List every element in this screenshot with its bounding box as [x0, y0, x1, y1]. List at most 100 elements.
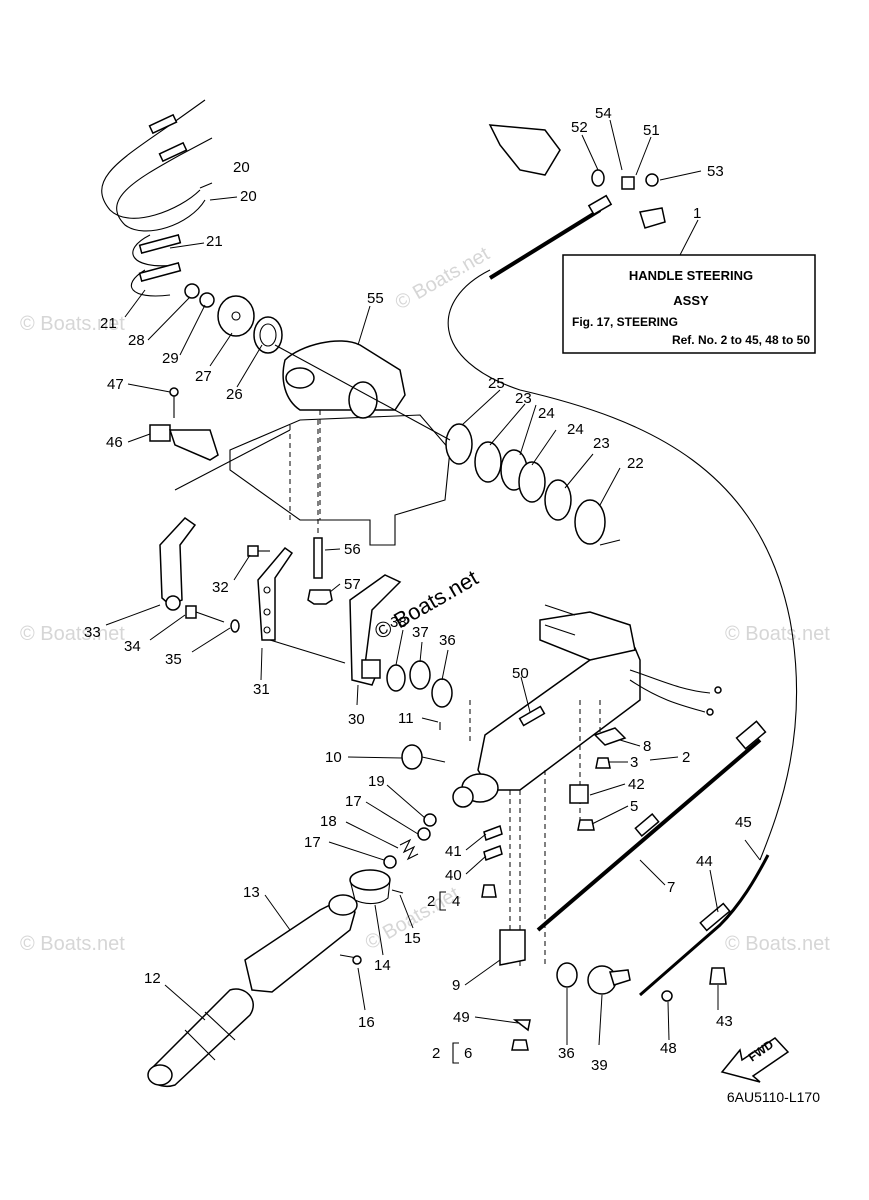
callout-44: 44	[696, 853, 713, 870]
callout-8: 8	[643, 738, 651, 755]
remote-cables	[101, 99, 213, 297]
callout-2: 2	[682, 749, 690, 766]
callout-35: 35	[165, 651, 182, 668]
part-1-assembly	[488, 124, 666, 280]
callout-33: 33	[84, 624, 101, 641]
callout-51: 51	[643, 122, 660, 139]
callout-41: 41	[445, 843, 462, 860]
box-title-line2: ASSY	[673, 293, 709, 308]
callout-12: 12	[144, 970, 161, 987]
part-33-bracket	[159, 517, 197, 611]
bracket-6	[452, 1042, 459, 1064]
bracket-6-ref: 2	[432, 1045, 440, 1062]
callout-52: 52	[571, 119, 588, 136]
callout-25: 25	[488, 375, 505, 392]
callout-20b: 20	[240, 188, 257, 205]
callout-19: 19	[368, 773, 385, 790]
callout-23b: 23	[593, 435, 610, 452]
part-30-lever	[349, 574, 402, 686]
box-ref-line1: Fig. 17, STEERING	[572, 315, 678, 329]
callout-16: 16	[358, 1014, 375, 1031]
watermark: © Boats.net	[20, 623, 125, 645]
diagram-code: 6AU5110-L170	[727, 1089, 820, 1105]
callout-26: 26	[226, 386, 243, 403]
callout-47: 47	[107, 376, 124, 393]
small-parts	[481, 727, 727, 1051]
callout-24a: 24	[538, 405, 555, 422]
callout-55: 55	[367, 290, 384, 307]
callout-numbers: 1 2 3 4 5 6 7 8 9 10 11 12 13 14 15 16 1…	[84, 105, 752, 1074]
part-14-ring	[349, 869, 404, 905]
callout-45: 45	[735, 814, 752, 831]
callout-36b: 36	[558, 1045, 575, 1062]
part-13-throttle-shaft	[244, 894, 362, 993]
callout-14: 14	[374, 957, 391, 974]
callout-1: 1	[693, 205, 701, 222]
callout-10: 10	[325, 749, 342, 766]
callout-34: 34	[124, 638, 141, 655]
handle-steering-ref-box: HANDLE STEERING ASSY Fig. 17, STEERING R…	[562, 254, 816, 354]
callout-21a: 21	[206, 233, 223, 250]
part-7-cable	[536, 720, 767, 932]
callout-17b: 17	[345, 793, 362, 810]
callout-31: 31	[253, 681, 270, 698]
callout-3: 3	[630, 754, 638, 771]
box-ref-line2: Ref. No. 2 to 45, 48 to 50	[672, 333, 810, 347]
callout-54: 54	[595, 105, 612, 122]
part-44-45-cable	[639, 854, 770, 997]
callout-4: 4	[452, 893, 460, 910]
fasteners-left	[185, 545, 270, 633]
callout-43: 43	[716, 1013, 733, 1030]
callout-42: 42	[628, 776, 645, 793]
spring-set	[383, 813, 437, 869]
callout-23a: 23	[515, 390, 532, 407]
callout-46: 46	[106, 434, 123, 451]
fwd-arrow: FWD	[720, 1037, 790, 1083]
callout-5: 5	[630, 798, 638, 815]
watermark: © Boats.net	[20, 933, 125, 955]
callout-29: 29	[162, 350, 179, 367]
bracket-4	[439, 891, 446, 911]
leader-lines	[105, 119, 761, 1046]
part-12-grip	[147, 988, 254, 1087]
callout-20a: 20	[233, 159, 250, 176]
callout-22: 22	[627, 455, 644, 472]
watermark: © Boats.net	[725, 623, 830, 645]
callout-27: 27	[195, 368, 212, 385]
callout-32: 32	[212, 579, 229, 596]
part-55-housing	[282, 340, 406, 419]
part-46-bracket	[149, 387, 219, 461]
cable-rings	[184, 283, 283, 354]
watermark: © Boats.net	[392, 243, 494, 315]
callout-9: 9	[452, 977, 460, 994]
watermark: © Boats.net	[725, 933, 830, 955]
part-50-tiller-bracket	[452, 611, 641, 808]
base-plate	[229, 414, 451, 546]
callout-56: 56	[344, 541, 361, 558]
watermark: © Boats.net	[20, 313, 125, 335]
bracket-4-ref: 2	[427, 893, 435, 910]
callout-39: 39	[591, 1057, 608, 1074]
callout-53: 53	[707, 163, 724, 180]
washers-mid	[386, 660, 453, 708]
callout-36a: 36	[439, 632, 456, 649]
callout-6: 6	[464, 1045, 472, 1062]
washer-stack	[445, 423, 606, 545]
callout-40: 40	[445, 867, 462, 884]
callout-7: 7	[667, 879, 675, 896]
callout-17a: 17	[304, 834, 321, 851]
callout-24b: 24	[567, 421, 584, 438]
callout-18: 18	[320, 813, 337, 830]
callout-21b: 21	[100, 315, 117, 332]
part-10-knob	[401, 722, 446, 770]
callout-48: 48	[660, 1040, 677, 1057]
callout-13: 13	[243, 884, 260, 901]
callout-15: 15	[404, 930, 421, 947]
part-31-bracket	[257, 546, 294, 641]
callout-30: 30	[348, 711, 365, 728]
harness-curve	[447, 269, 798, 861]
callout-49: 49	[453, 1009, 470, 1026]
box-title-line1: HANDLE STEERING	[629, 268, 753, 283]
callout-28: 28	[128, 332, 145, 349]
